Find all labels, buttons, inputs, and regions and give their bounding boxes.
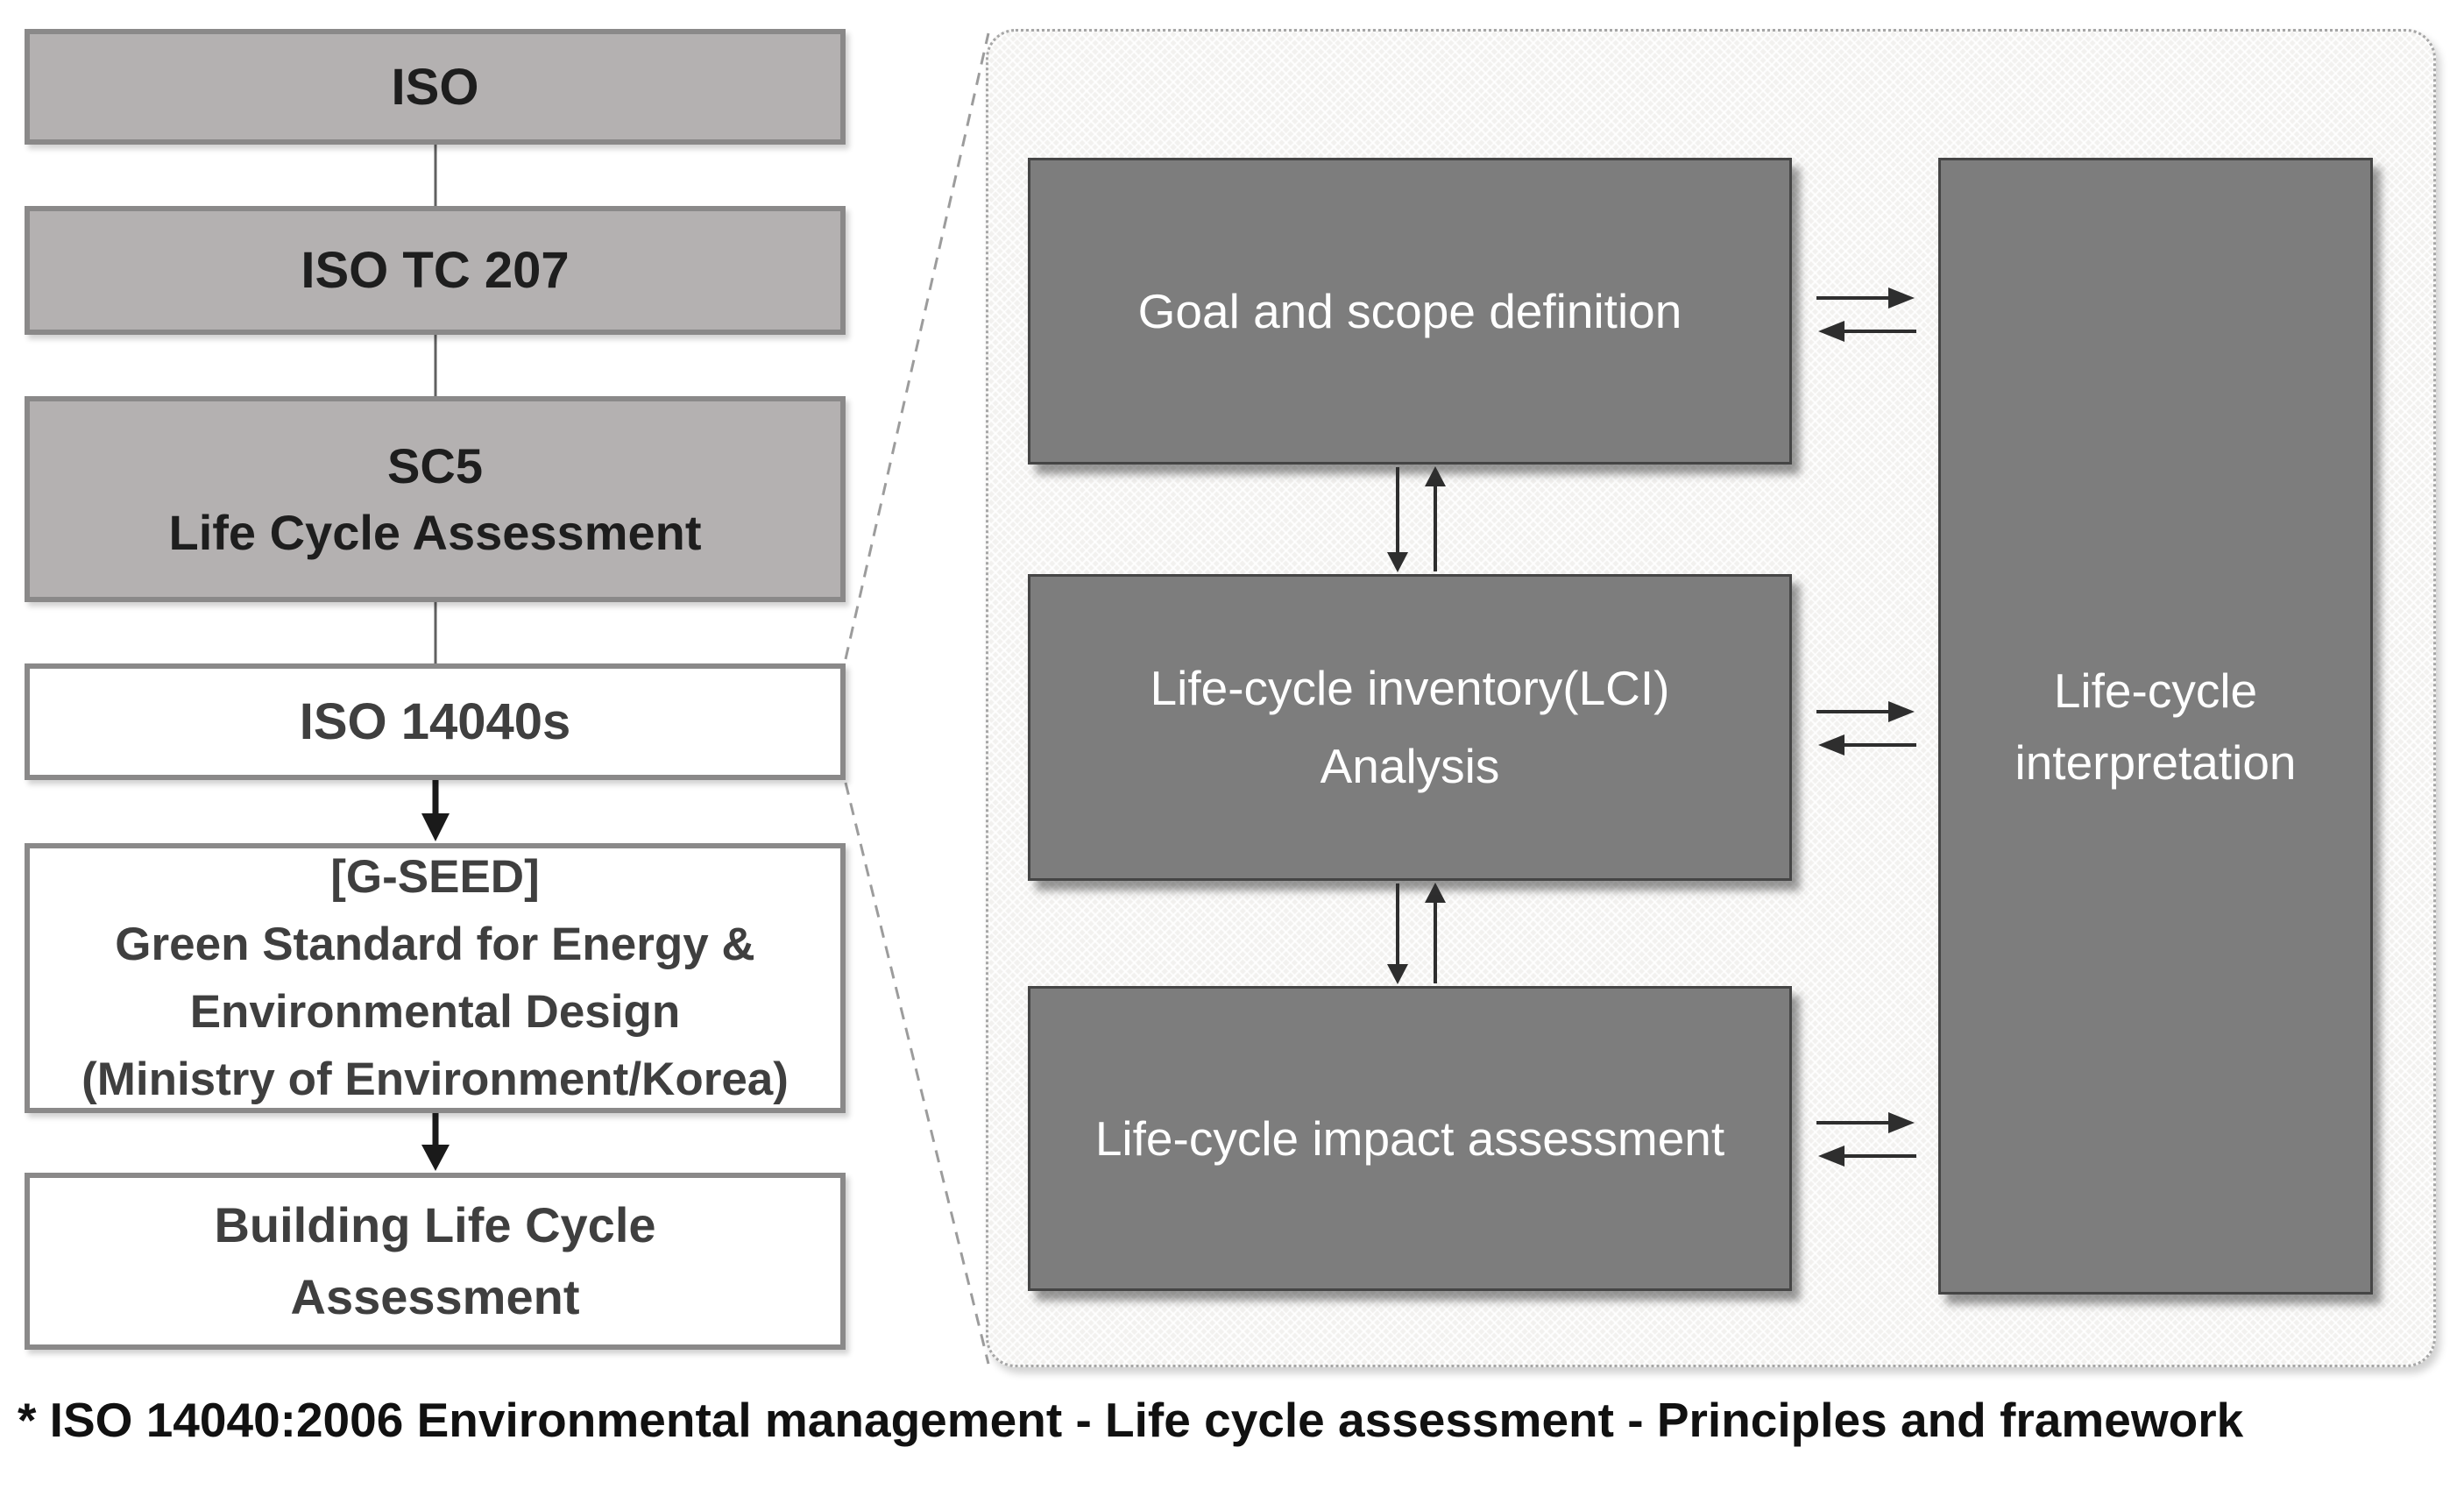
panel-box-interpretation: Life-cycle interpretation [1938,158,2373,1295]
flow-box-g-seed: [G-SEED] Green Standard for Energy & Env… [25,843,846,1113]
panel-box-lci-analysis: Life-cycle inventory(LCI) Analysis [1028,574,1792,881]
flow-box-iso-tc-207: ISO TC 207 [25,206,846,335]
double-arrow-lci-impact [1387,883,1446,984]
panel-box-impact-assessment: Life-cycle impact assessment [1028,986,1792,1291]
callout-dashed-line-bottom [844,782,990,1365]
double-arrow-lci-interpretation [1816,701,1916,756]
flow-box-iso-label: ISO [391,58,479,116]
flow-box-sc5-label: SC5 Life Cycle Assessment [168,437,702,560]
flow-box-g-seed-label: [G-SEED] Green Standard for Energy & Env… [81,851,789,1105]
callout-dashed-line-top [844,32,990,660]
down-arrow-icon [421,1113,450,1171]
flow-box-iso-14040s: ISO 14040s [25,663,846,780]
panel-box-goal-and-scope: Goal and scope definition [1028,158,1792,465]
flow-box-iso: ISO [25,29,846,145]
panel-box-interpretation-label: Life-cycle interpretation [2014,663,2297,790]
flow-box-building-lca: Building Life Cycle Assessment [25,1173,846,1350]
double-arrow-impact-interpretation [1816,1112,1916,1167]
double-arrow-goal-interpretation [1816,287,1916,342]
panel-box-lci-label: Life-cycle inventory(LCI) Analysis [1150,661,1670,793]
down-arrow-icon [421,780,450,841]
double-arrow-goal-lci [1387,466,1446,572]
flow-box-building-lca-label: Building Life Cycle Assessment [214,1197,656,1324]
flow-box-sc5-life-cycle-assessment: SC5 Life Cycle Assessment [25,396,846,602]
panel-box-goal-label: Goal and scope definition [1137,284,1682,338]
flow-box-iso-tc-207-label: ISO TC 207 [301,242,570,299]
flow-box-iso-14040s-label: ISO 14040s [299,693,571,750]
footnote-text: * ISO 14040:2006 Environmental managemen… [18,1393,2244,1447]
panel-box-impact-label: Life-cycle impact assessment [1094,1111,1725,1166]
